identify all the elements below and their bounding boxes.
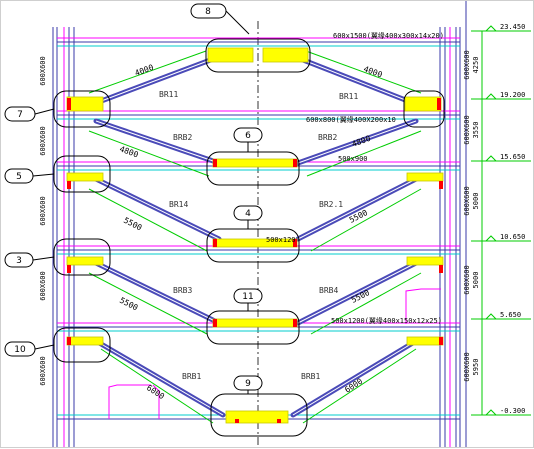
story-height-value: 3550 xyxy=(472,122,480,139)
callout-circles xyxy=(53,38,445,437)
story-height-value: 5950 xyxy=(472,359,480,376)
column-size-label: 600X600 xyxy=(463,115,471,145)
beam-note-top: 600x1500(翼缘400x300x14x20) xyxy=(333,31,444,40)
brace-centerlines xyxy=(95,55,417,416)
column-size-label: 600X600 xyxy=(463,186,471,216)
brace-label: BRB1 xyxy=(182,372,201,381)
detail-insets xyxy=(108,288,441,419)
braces xyxy=(93,53,419,418)
dimension-label: 4800 xyxy=(351,134,372,149)
brace-label: BRB2 xyxy=(318,133,337,142)
elevation-value: 10.650 xyxy=(500,233,525,241)
brace-label: BRB4 xyxy=(319,286,338,295)
brace-labels: BR11 BR11 BRB2 BRB2 BR14 BR2.1 BRB3 BRB4… xyxy=(159,90,358,381)
dimension-label: 5500 xyxy=(122,216,143,233)
dimension-label: 6000 xyxy=(343,377,364,395)
story-height-value: 4250 xyxy=(472,57,480,74)
story-height-labels: 4250 3550 5000 5000 5950 xyxy=(472,57,480,376)
elevation-value: 19.200 xyxy=(500,91,525,99)
node-bubble-9[interactable] xyxy=(210,393,308,437)
beam-note-level2: 600x800(翼缘400X200x10 xyxy=(306,115,396,124)
dimension-lines xyxy=(88,50,422,424)
column-size-label: 600X600 xyxy=(39,356,47,386)
callout-number-8: 8 xyxy=(205,7,211,17)
node-bubble-4[interactable] xyxy=(206,228,300,263)
dimension-label: 4800 xyxy=(118,144,139,159)
callout-number-3: 3 xyxy=(16,256,22,266)
callout-number-4: 4 xyxy=(245,209,251,219)
elevation-value: 5.650 xyxy=(500,311,521,319)
callout-labels: 8 7 6 5 4 3 11 10 9 xyxy=(14,7,253,389)
elevation-value: 15.650 xyxy=(500,153,525,161)
brace-label: BRB2 xyxy=(173,133,192,142)
brace-label: BR11 xyxy=(159,90,178,99)
callout-number-10: 10 xyxy=(14,345,26,355)
story-height-value: 5000 xyxy=(472,272,480,289)
dimension-label: 5500 xyxy=(118,296,139,313)
column-size-label: 600X600 xyxy=(39,196,47,226)
callout-number-5: 5 xyxy=(16,172,22,182)
brace-label: BR11 xyxy=(339,92,358,101)
left-column-size-labels: 600X600 600X600 600X600 600X600 600X600 xyxy=(39,56,47,386)
callout-number-9: 9 xyxy=(245,379,251,389)
callout-leaders xyxy=(32,10,250,394)
beam-notes: 600x1500(翼缘400x300x14x20) 600x800(翼缘400X… xyxy=(266,31,444,325)
column-size-label: 600X600 xyxy=(463,352,471,382)
elevation-axis xyxy=(471,25,531,416)
callout-number-6: 6 xyxy=(245,131,251,141)
brace-label: BRB1 xyxy=(301,372,320,381)
callout-number-7: 7 xyxy=(17,110,23,120)
dimension-label: 4000 xyxy=(362,64,383,79)
story-height-value: 5000 xyxy=(472,193,480,210)
brace-label: BR2.1 xyxy=(319,200,343,209)
column-size-label: 600X600 xyxy=(39,126,47,156)
gusset-nodes xyxy=(66,47,444,424)
node-bubble-6[interactable] xyxy=(206,151,300,186)
dimension-label: 6000 xyxy=(145,383,166,401)
brace-label: BRB3 xyxy=(173,286,192,295)
elevation-labels: 23.450 19.200 15.650 10.650 5.650 -0.300 xyxy=(500,23,525,415)
right-column-size-labels: 600X600 600X600 600X600 600X600 600X600 xyxy=(463,50,471,382)
dimension-label: 4000 xyxy=(134,63,155,78)
elevation-value: -0.300 xyxy=(500,407,525,415)
cut-marks xyxy=(67,98,443,423)
column-size-label: 600X600 xyxy=(463,50,471,80)
column-size-label: 600X600 xyxy=(463,265,471,295)
column-size-label: 600X600 xyxy=(39,56,47,86)
elevation-value: 23.450 xyxy=(500,23,525,31)
beam-note-level3: 500x900 xyxy=(338,155,368,163)
column-size-label: 600X600 xyxy=(39,271,47,301)
brace-label: BR14 xyxy=(169,200,188,209)
node-bubble-8[interactable] xyxy=(205,38,311,73)
callout-number-11: 11 xyxy=(242,292,253,302)
beam-note-level5: 500x1200(翼缘400x150x12x25) xyxy=(331,316,442,325)
beam-note-level4: 500x120 xyxy=(266,236,296,244)
node-bubble-11[interactable] xyxy=(206,310,300,345)
